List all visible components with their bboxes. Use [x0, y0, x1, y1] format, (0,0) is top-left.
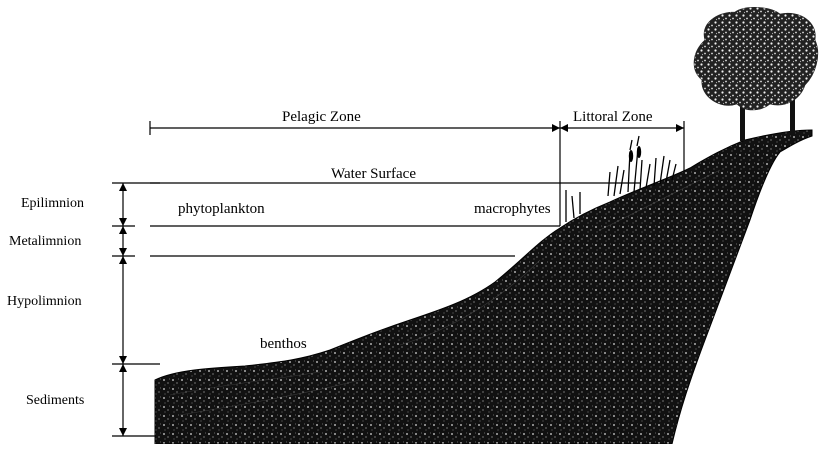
phytoplankton-label: phytoplankton — [178, 201, 265, 217]
tree-canopy — [694, 7, 818, 110]
littoral-zone-label: Littoral Zone — [573, 109, 653, 125]
metalimnion-label: Metalimnion — [9, 234, 81, 249]
macrophytes-label: macrophytes — [474, 201, 551, 217]
water-surface-label: Water Surface — [331, 166, 416, 182]
hypolimnion-label: Hypolimnion — [7, 294, 82, 309]
sediments-label: Sediments — [26, 393, 84, 408]
epilimnion-label: Epilimnion — [21, 196, 84, 211]
depth-scale — [112, 183, 160, 436]
lake-bed-shore — [155, 130, 812, 444]
benthos-label: benthos — [260, 336, 307, 352]
shore-trees — [694, 7, 818, 141]
pelagic-zone-label: Pelagic Zone — [282, 109, 361, 125]
